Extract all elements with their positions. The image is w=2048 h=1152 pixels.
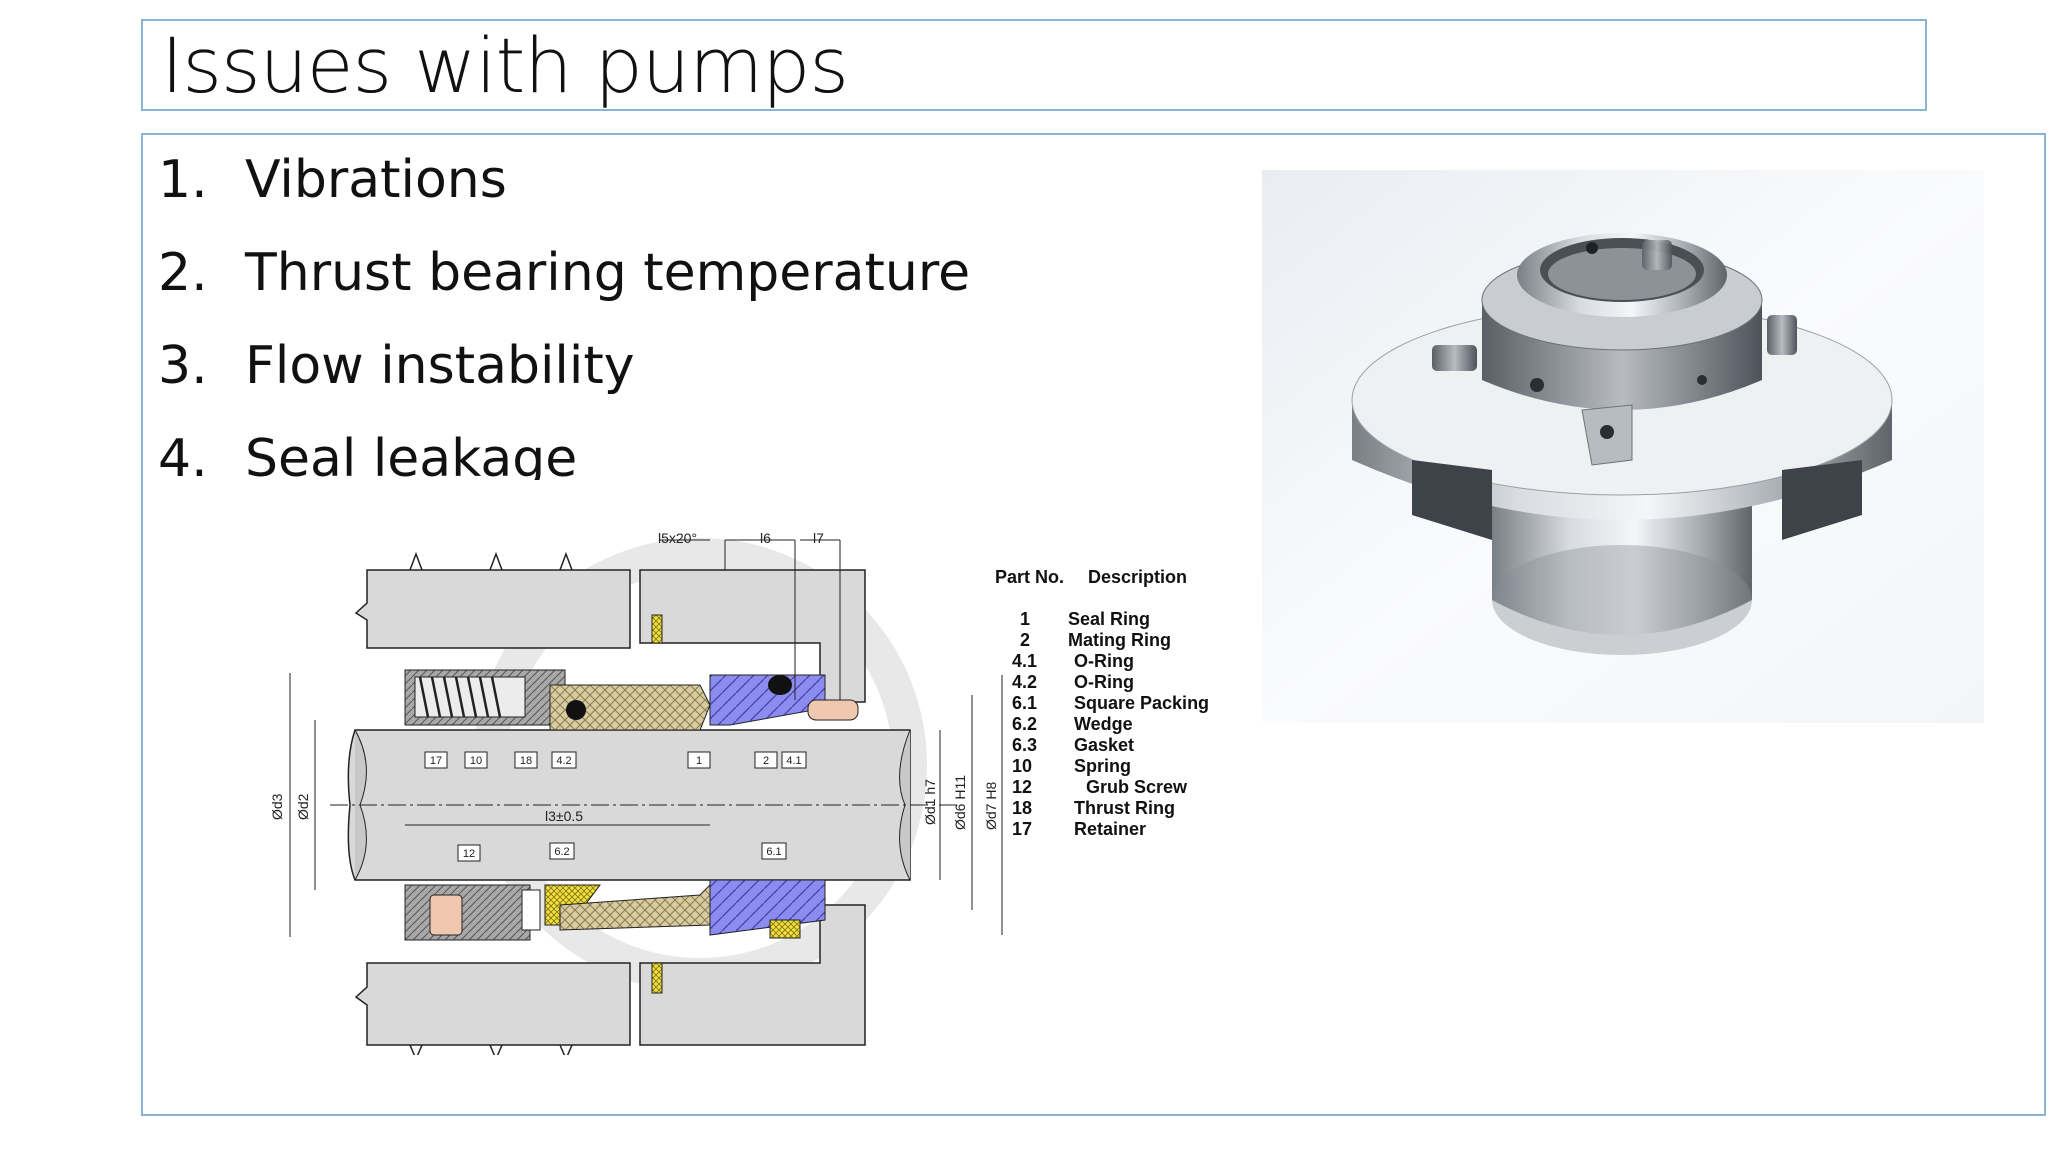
legend-desc: Thrust Ring [1074,798,1175,818]
legend-desc: Gasket [1074,735,1134,755]
part-tag: 6.2 [554,846,569,858]
o-ring-4.1-top [768,675,792,695]
lower-housing [639,904,866,1046]
part-tag: 4.2 [556,755,571,767]
upper-housing [639,569,866,703]
part-tag: 17 [430,755,442,767]
upper-gland [354,569,631,649]
lug-top [1642,240,1672,270]
spring-coils-icon [418,676,502,718]
grub-screw-12 [429,894,463,936]
legend-no: 10 [1012,756,1032,776]
legend-desc: O-Ring [1074,672,1134,692]
gasket-6.3 [769,919,801,939]
list-text: Seal leakage [245,429,578,480]
legend-desc: Grub Screw [1086,777,1188,797]
part-tag: 1 [696,755,702,767]
dim-d1: Ød1 h7 [922,779,938,825]
list-text: Vibrations [245,150,507,210]
list-number: 2. [158,243,208,303]
legend-desc: O-Ring [1074,651,1134,671]
legend-no: 6.1 [1012,693,1037,713]
o-ring-4.2-top [566,700,586,720]
mating-ring-top [709,674,826,726]
part-tag: 12 [463,848,475,860]
list-text: Flow instability [245,336,635,396]
legend-desc: Mating Ring [1068,630,1171,650]
list-number: 3. [158,336,208,396]
part-tag: 6.1 [766,846,781,858]
upper-gasket [651,614,663,644]
dim-d2: Ød2 [295,793,311,820]
mechanical-seal-photo [1262,170,1984,723]
list-item: 1. Vibrations [158,140,1058,233]
part-tag: 18 [520,755,532,767]
lug-left [1432,345,1477,371]
issues-list: 1. Vibrations 2. Thrust bearing temperat… [158,140,1058,480]
lug-right [1767,315,1797,355]
legend-no: 4.1 [1012,651,1037,671]
part-tags-bottom: 12 6.2 6.1 [457,842,787,862]
list-number: 4. [158,429,208,480]
list-item: 4. Seal leakage [158,419,1058,480]
list-item: 2. Thrust bearing temperature [158,233,1058,326]
packing-6.1-top [807,699,859,721]
legend-desc: Spring [1074,756,1131,776]
part-tags-top: 17 10 18 4.2 1 2 4.1 [424,751,807,769]
part-tag: 10 [470,755,482,767]
part-tag: 4.1 [786,755,801,767]
legend-desc: Wedge [1074,714,1133,734]
legend-no: 17 [1012,819,1032,839]
lower-gasket [651,962,663,994]
legend-no: 12 [1012,777,1032,797]
list-number: 1. [158,150,208,210]
dim-d6: Ød6 H11 [952,775,968,830]
legend-desc: Retainer [1074,819,1146,839]
dim-d3: Ød3 [269,793,285,820]
parts-legend: Part No. Description 1 Seal Ring 2 Matin… [995,567,1209,839]
title-frame: Issues with pumps [141,19,1927,111]
retainer-bottom [404,884,531,941]
legend-no: 2 [1020,630,1030,650]
list-text: Thrust bearing temperature [245,243,971,303]
dim-l5: l5x20° [658,530,697,546]
legend-header-desc: Description [1088,567,1187,587]
legend-desc: Square Packing [1074,693,1209,713]
part-tag: 2 [763,755,769,767]
dim-l6: l6 [760,530,771,546]
legend-desc: Seal Ring [1068,609,1150,629]
dim-l3: l3±0.5 [545,808,583,824]
seal-ring-top [549,684,711,731]
legend-no: 6.3 [1012,735,1037,755]
slide-title: Issues with pumps [161,21,849,110]
legend-no: 1 [1020,609,1030,629]
content-frame [141,133,2046,1116]
legend-no: 4.2 [1012,672,1037,692]
lower-gland [354,962,631,1046]
list-item: 3. Flow instability [158,326,1058,419]
legend-header-part: Part No. [995,567,1064,587]
dim-d7: Ød7 H8 [983,782,999,830]
dim-l7: l7 [813,530,824,546]
seal-cross-section-diagram: 17 10 18 4.2 1 2 4.1 12 6.2 6.1 l5x20° [269,530,1209,1055]
legend-no: 6.2 [1012,714,1037,734]
legend-no: 18 [1012,798,1032,818]
